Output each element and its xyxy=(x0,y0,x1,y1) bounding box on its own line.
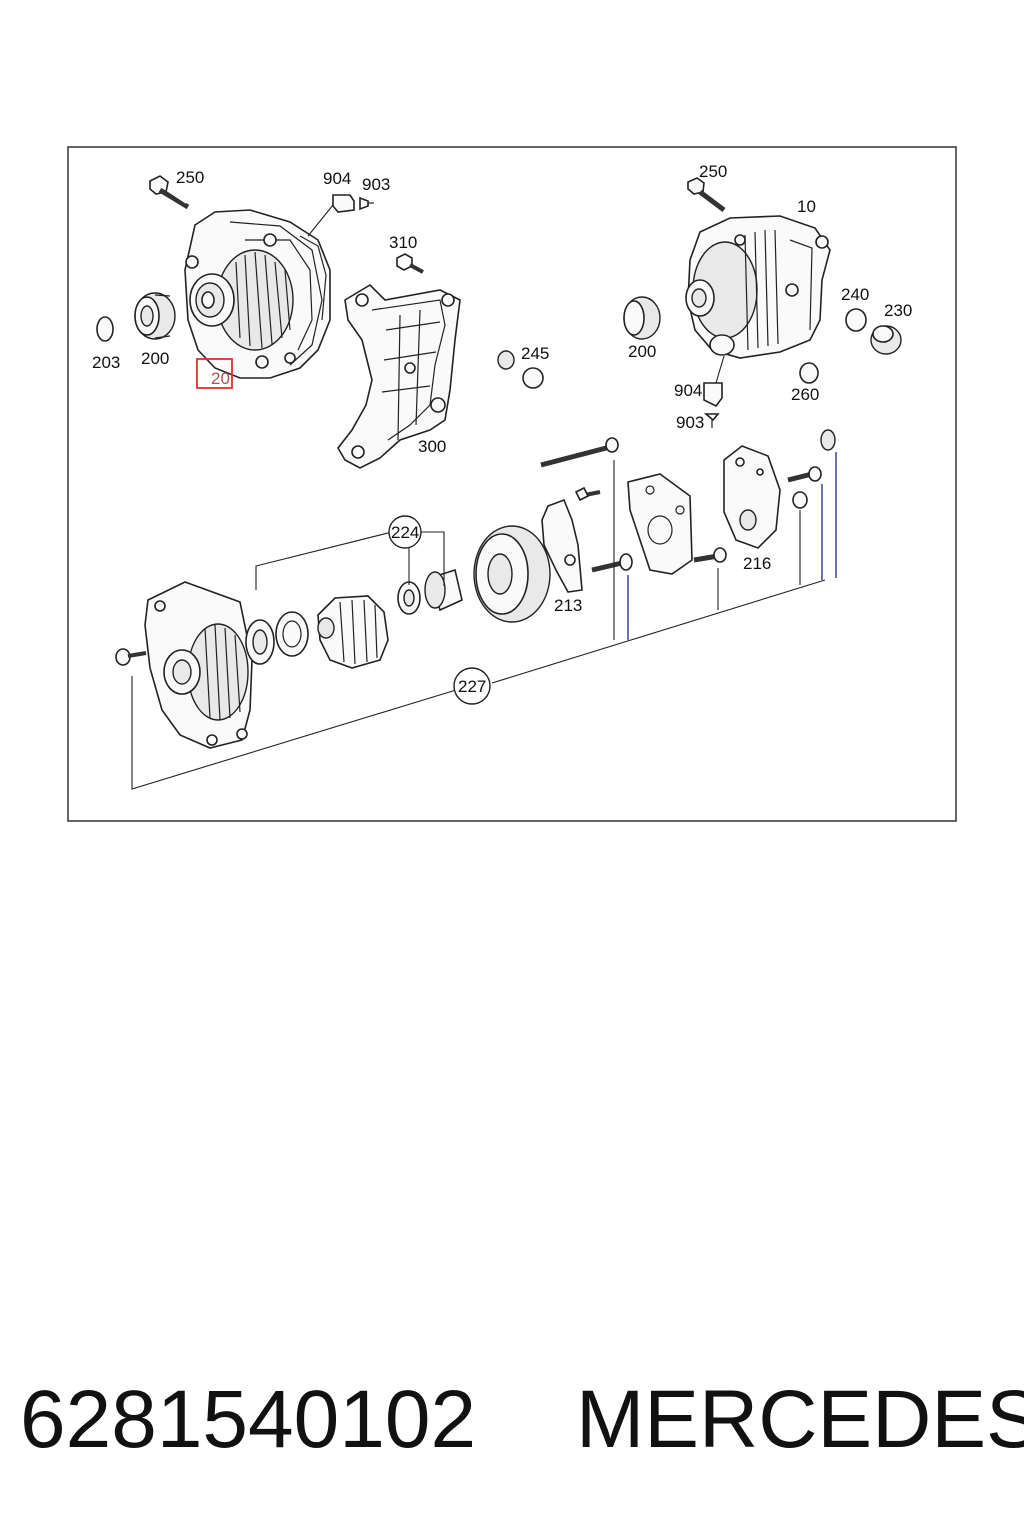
part-slip-ring[interactable] xyxy=(424,568,463,612)
label-250-right[interactable]: 250 xyxy=(699,162,727,181)
part-nut-far-right[interactable] xyxy=(792,491,808,509)
part-bearing-front[interactable] xyxy=(245,619,275,665)
part-245-plug[interactable] xyxy=(497,350,544,389)
part-bolt-far-right[interactable] xyxy=(787,466,822,483)
callout-circle-224 xyxy=(388,515,422,549)
label-216[interactable]: 216 xyxy=(743,554,771,573)
part-903-pin-right[interactable] xyxy=(703,413,720,428)
part-230-plug[interactable] xyxy=(870,325,902,355)
part-10-alternator-right[interactable] xyxy=(685,215,831,359)
callout-circle-227 xyxy=(453,667,491,705)
label-224[interactable]: 224 xyxy=(391,523,419,542)
part-200-pulley-left[interactable] xyxy=(134,292,176,340)
brand-name: MERCEDES xyxy=(576,1374,1024,1465)
part-213-regulator[interactable] xyxy=(541,486,601,593)
part-904-plug-left[interactable] xyxy=(307,194,355,237)
part-200-pulley-right[interactable] xyxy=(623,296,661,340)
label-10[interactable]: 10 xyxy=(797,197,816,216)
part-plate[interactable] xyxy=(275,611,309,657)
label-200-left[interactable]: 200 xyxy=(141,349,169,368)
leader-lines xyxy=(131,452,837,790)
label-230[interactable]: 230 xyxy=(884,301,912,320)
label-903-left[interactable]: 903 xyxy=(362,175,390,194)
part-gear-far-right[interactable] xyxy=(820,429,836,451)
part-300-bracket[interactable] xyxy=(337,283,461,469)
part-260-nut[interactable] xyxy=(799,362,819,384)
label-227[interactable]: 227 xyxy=(458,677,486,696)
part-903-pin-left[interactable] xyxy=(359,196,374,211)
highlight-box-20 xyxy=(196,358,233,389)
part-rectifier[interactable] xyxy=(627,473,693,575)
footer: 6281540102 MERCEDES xyxy=(0,1370,1024,1470)
part-stator[interactable] xyxy=(473,525,551,623)
part-bolt-mid[interactable] xyxy=(591,553,633,573)
part-number: 6281540102 xyxy=(20,1374,477,1465)
label-20[interactable]: 20 xyxy=(211,369,230,388)
label-240[interactable]: 240 xyxy=(841,285,869,304)
part-20-alternator-left[interactable] xyxy=(184,209,331,379)
part-310-bolt[interactable] xyxy=(396,253,424,274)
part-long-bolt[interactable] xyxy=(540,437,619,468)
label-250-left[interactable]: 250 xyxy=(176,168,204,187)
label-200-right[interactable]: 200 xyxy=(628,342,656,361)
label-904-left[interactable]: 904 xyxy=(323,169,351,188)
label-904-right[interactable]: 904 xyxy=(674,381,702,400)
part-rotor[interactable] xyxy=(317,595,389,669)
label-260[interactable]: 260 xyxy=(791,385,819,404)
label-903-right[interactable]: 903 xyxy=(676,413,704,432)
label-245[interactable]: 245 xyxy=(521,344,549,363)
label-300[interactable]: 300 xyxy=(418,437,446,456)
part-240-ring[interactable] xyxy=(845,308,867,332)
part-216-cover[interactable] xyxy=(723,445,781,549)
part-250-bolt-left[interactable] xyxy=(149,175,190,210)
part-904-plug-right[interactable] xyxy=(703,355,725,408)
part-250-bolt-right[interactable] xyxy=(687,177,726,212)
label-213[interactable]: 213 xyxy=(554,596,582,615)
part-screw-front[interactable] xyxy=(115,648,147,666)
part-housing-front[interactable] xyxy=(144,581,253,749)
part-bolt-right[interactable] xyxy=(693,547,727,563)
part-203-cap-left[interactable] xyxy=(96,316,114,342)
part-bearing-rear[interactable] xyxy=(397,581,421,615)
label-203[interactable]: 203 xyxy=(92,353,120,372)
label-310[interactable]: 310 xyxy=(389,233,417,252)
